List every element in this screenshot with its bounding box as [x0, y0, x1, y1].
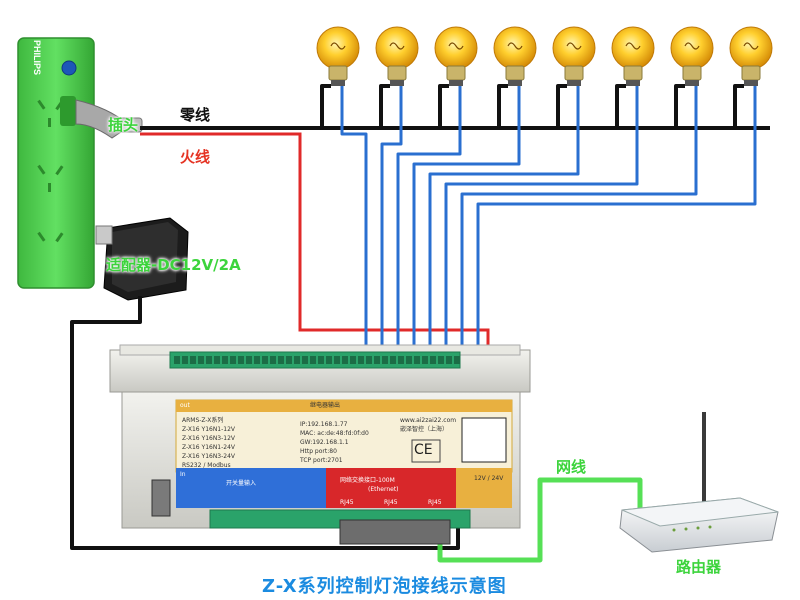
adapter-cable: [70, 296, 460, 550]
neutral-wire: [140, 84, 770, 130]
eth-sub: (Ethernet): [368, 486, 399, 493]
diagram-title: Z-X系列控制灯泡接线示意图: [262, 576, 507, 597]
signal-wire: [396, 86, 462, 356]
light-bulb: [434, 26, 478, 86]
signal-wire: [476, 86, 757, 356]
net-mac: MAC: ac:de:48:fd:0f:d0: [300, 430, 369, 437]
network-cable: [437, 477, 643, 563]
signal-wire: [340, 86, 368, 356]
model-1: Z-X16 Y16N1-12V: [182, 426, 236, 433]
in-desc: 开关量输入: [226, 480, 257, 487]
signal-wire: [460, 86, 698, 356]
power-strip: [17, 37, 95, 289]
light-bulb: [552, 26, 596, 86]
network-label: 网线: [556, 458, 587, 476]
light-bulb: [316, 26, 360, 86]
controller-module: [109, 344, 531, 545]
relay-header: 继电器输出: [310, 402, 341, 409]
net-http: Http port:80: [300, 448, 337, 455]
net-tcp: TCP port:2701: [300, 457, 343, 464]
model-2: Z-X16 Y16N3-12V: [182, 435, 236, 442]
plug-label: 插头: [108, 116, 139, 134]
net-gw: GW:192.168.1.1: [300, 439, 349, 446]
in-label: In: [180, 471, 186, 478]
adapter-label: 适配器-DC12V/2A: [106, 256, 241, 274]
website-text: www.ai2zai22.com: [400, 417, 457, 424]
strip-brand-text: PHILIPS: [32, 40, 42, 75]
model-5: RS232 / Modbus: [182, 462, 231, 469]
rj45-2: RJ45: [384, 499, 398, 506]
light-bulb: [493, 26, 537, 86]
signal-wire: [380, 86, 403, 356]
power-note: 12V / 24V: [474, 475, 504, 482]
plug: [60, 96, 143, 139]
ce-mark: CE: [414, 442, 433, 458]
bulb-row: [316, 26, 773, 86]
net-ip: IP:192.168.1.77: [300, 421, 348, 428]
out-label: out: [180, 402, 190, 409]
series-title: ARMS-Z-X系列: [182, 417, 224, 424]
neutral-label: 零线: [180, 106, 211, 124]
power-adapter: [95, 217, 189, 301]
eth-title: 网络交换接口-100M: [340, 477, 395, 484]
router: [619, 412, 779, 553]
signal-wire: [412, 86, 521, 356]
signal-wire: [428, 86, 580, 356]
light-bulb: [729, 26, 773, 86]
light-bulb: [375, 26, 419, 86]
model-3: Z-X16 Y16N1-24V: [182, 444, 236, 451]
signal-wires: [340, 86, 757, 356]
live-label: 火线: [180, 148, 211, 166]
company-text: 嵌泽智控（上海）: [400, 426, 449, 433]
rj45-3: RJ45: [428, 499, 442, 506]
model-4: Z-X16 Y16N3-24V: [182, 453, 236, 460]
live-wire: [140, 132, 490, 360]
light-bulb: [670, 26, 714, 86]
signal-wire: [444, 86, 639, 356]
rj45-1: RJ45: [340, 499, 354, 506]
light-bulb: [611, 26, 655, 86]
router-label: 路由器: [676, 558, 722, 576]
